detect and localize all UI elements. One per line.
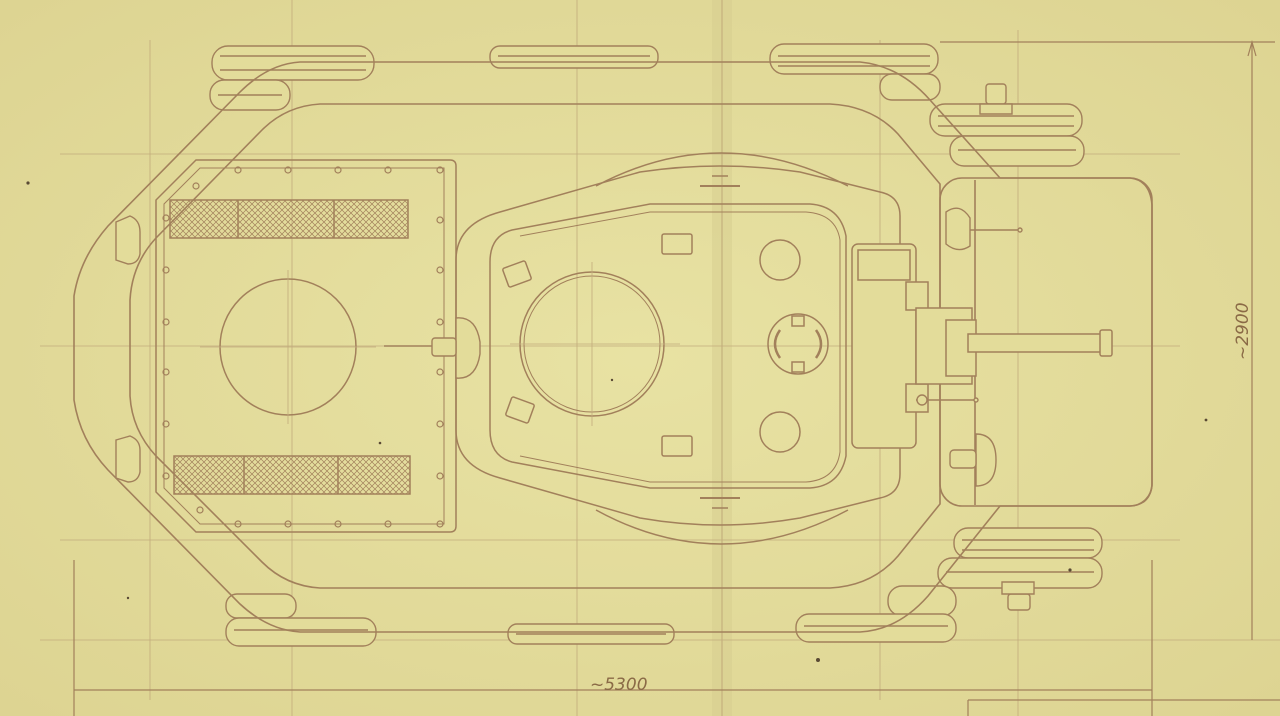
- tow-hook-icon: [1001, 581, 1035, 611]
- tail-lights: [115, 215, 141, 483]
- engine-deck: [155, 159, 457, 533]
- paper-specks: [26, 181, 1208, 662]
- turret-outer: [455, 165, 901, 526]
- vision-block-icon: [505, 396, 535, 424]
- rivets: [162, 166, 444, 528]
- grille: [169, 199, 409, 239]
- vent-port: [759, 411, 801, 453]
- grille: [173, 455, 411, 495]
- periscope-icon: [945, 207, 1023, 251]
- front-fittings: [384, 83, 1035, 611]
- turret: [455, 152, 901, 545]
- tow-hook-icon: [979, 83, 1013, 115]
- periscope-icon: [916, 394, 979, 406]
- gunner-hatch: [767, 313, 829, 375]
- periscope-icon: [949, 433, 997, 487]
- vision-block-icon: [661, 435, 693, 457]
- dimension-width-label: ~5300: [590, 675, 648, 695]
- vision-block-icon: [661, 233, 693, 255]
- mantlet: [851, 243, 917, 449]
- wheel-icon: [937, 527, 1103, 589]
- turret-ring: [595, 152, 849, 187]
- wheel-icon: [507, 623, 675, 645]
- dimension-lines: [73, 39, 1280, 716]
- lamp-icon: [115, 215, 141, 265]
- gun-assembly: [851, 243, 1113, 449]
- turret-inner: [489, 203, 847, 489]
- dimension-height-label: ~2900: [1233, 302, 1253, 360]
- wheel-icon: [489, 45, 659, 69]
- gun-barrel-icon: [967, 333, 1105, 353]
- lamp-icon: [384, 317, 481, 379]
- lamp-icon: [115, 435, 141, 483]
- vision-block-icon: [502, 260, 532, 288]
- wheel-icon: [795, 585, 957, 643]
- wheel-icon: [209, 45, 375, 111]
- vent-port: [759, 239, 801, 281]
